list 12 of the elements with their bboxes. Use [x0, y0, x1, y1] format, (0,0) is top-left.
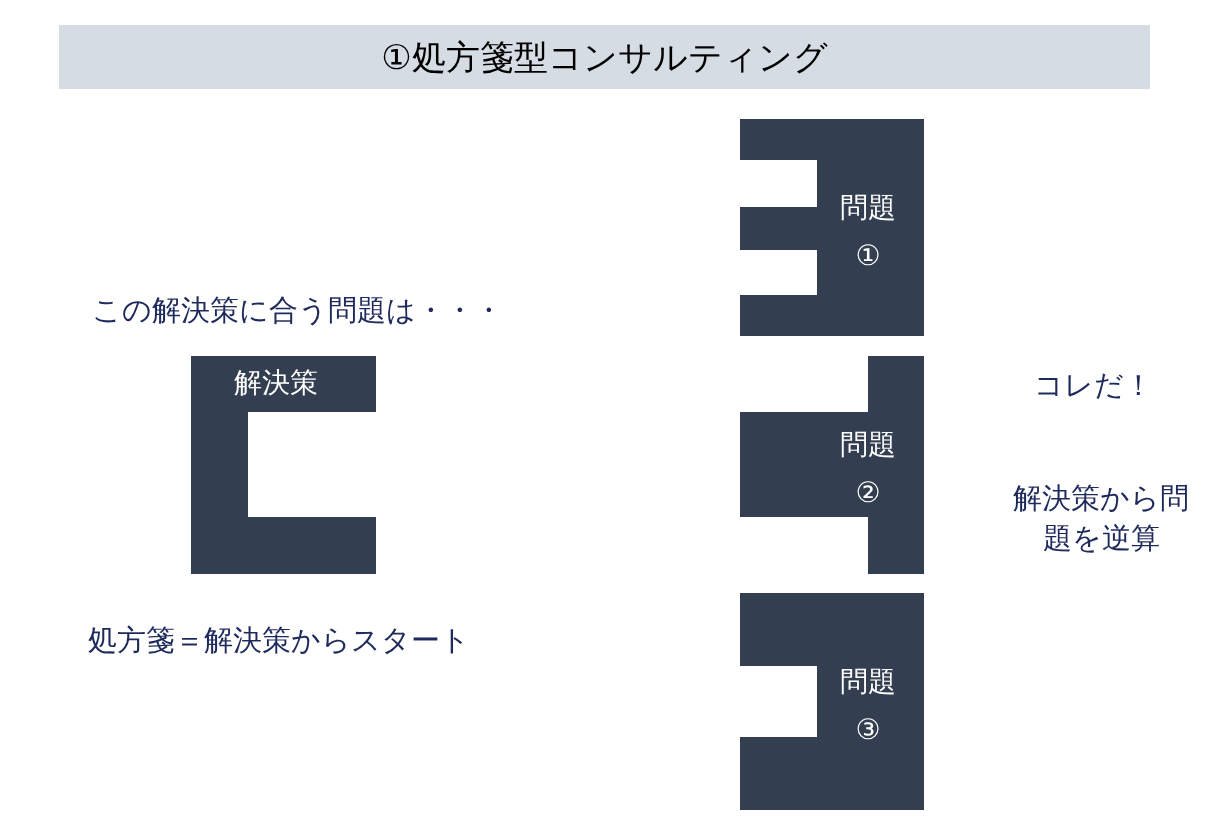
circled-number: ②	[854, 476, 882, 510]
piece-label: 問題	[839, 665, 897, 699]
caption-text: コレだ！	[1034, 367, 1153, 404]
piece-label: 問題	[839, 428, 897, 462]
piece-label: 解決策	[233, 366, 319, 400]
circled-number: ①	[854, 239, 882, 273]
piece-label: 問題	[839, 191, 897, 225]
caption-text: この解決策に合う問題は・・・	[92, 292, 503, 329]
caption-text: 処方箋＝解決策からスタート	[88, 622, 470, 659]
caption-text: 解決策から問題を逆算	[1012, 480, 1190, 557]
circled-number: ③	[854, 713, 882, 747]
title-banner: ①処方箋型コンサルティング	[59, 25, 1150, 89]
